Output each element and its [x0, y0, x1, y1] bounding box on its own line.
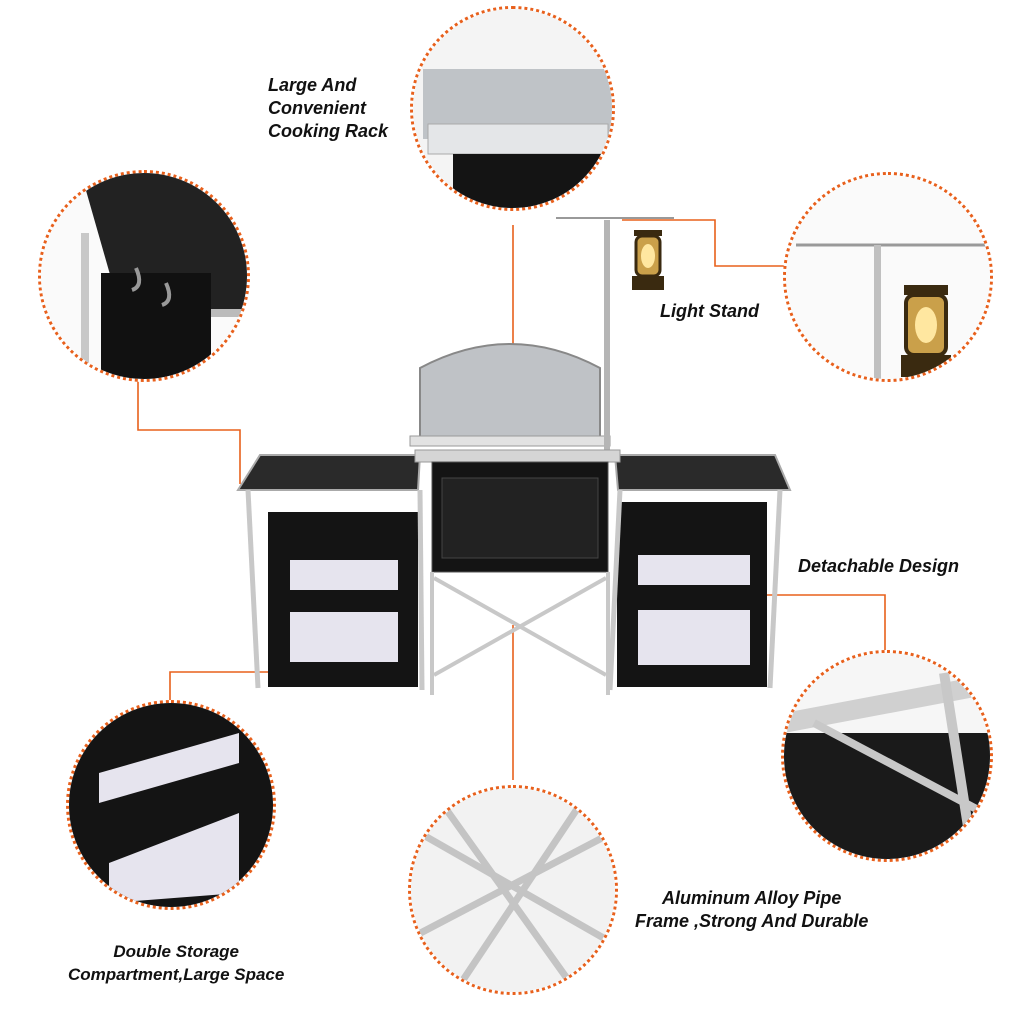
- lantern-icon: [632, 230, 664, 290]
- light-stand-pole: [604, 220, 610, 450]
- line-light-stand: [622, 219, 790, 267]
- left-tabletop: [236, 454, 422, 491]
- label-aluminum-frame: Aluminum Alloy Pipe Frame ,Strong And Du…: [635, 888, 869, 931]
- aluminum-x-frame: [430, 572, 610, 695]
- lantern-icon: [901, 285, 951, 377]
- camping-kitchen-product: [236, 217, 792, 695]
- detail-light-stand: [783, 172, 993, 382]
- label-storage: Double Storage Compartment,Large Space: [68, 942, 285, 984]
- detail-tabletop-hooks: [38, 170, 250, 382]
- label-light-stand: Light Stand: [660, 301, 759, 321]
- detail-aluminum-frame: [408, 785, 618, 995]
- right-tabletop: [613, 454, 792, 491]
- cooking-rack-shelf: [409, 435, 611, 447]
- label-cooking-rack: Large And Convenient Cooking Rack: [268, 75, 389, 141]
- label-detachable: Detachable Design: [798, 556, 960, 576]
- detail-storage: [66, 700, 276, 910]
- windscreen: [419, 343, 601, 441]
- detail-detachable: [781, 650, 993, 862]
- detail-cooking-rack: [410, 6, 615, 211]
- line-tabletop: [137, 380, 241, 484]
